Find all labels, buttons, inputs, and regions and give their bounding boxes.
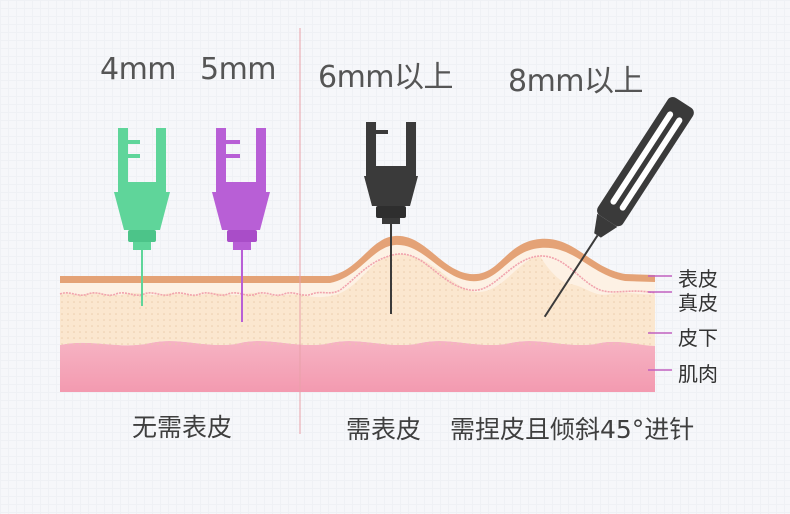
layer-label-subcutaneous: 皮下 xyxy=(678,326,718,350)
depth-label-6mm: 6mm以上 xyxy=(318,60,454,95)
depth-label-8mm: 8mm以上 xyxy=(508,64,644,99)
caption-pinch: 需表皮 xyxy=(346,415,422,444)
caption-no-pinch: 无需表皮 xyxy=(132,413,233,442)
dermis-boundary xyxy=(59,253,656,296)
layer-label-epidermis: 表皮 xyxy=(678,267,718,291)
syringe-5mm xyxy=(212,128,270,322)
layer-label-dermis: 真皮 xyxy=(678,291,718,315)
layer-label-muscle: 肌肉 xyxy=(678,362,718,386)
depth-label-4mm: 4mm xyxy=(100,52,177,87)
muscle-layer xyxy=(60,340,655,392)
syringe-6mm xyxy=(364,122,418,314)
caption-pinch-angle: 需捏皮且倾斜45°进针 xyxy=(450,415,695,444)
dermis-layer xyxy=(60,243,655,298)
pen-8mm xyxy=(543,97,694,318)
depth-label-5mm: 5mm xyxy=(200,52,277,87)
syringe-4mm xyxy=(114,128,170,306)
epidermis-layer xyxy=(60,235,655,283)
